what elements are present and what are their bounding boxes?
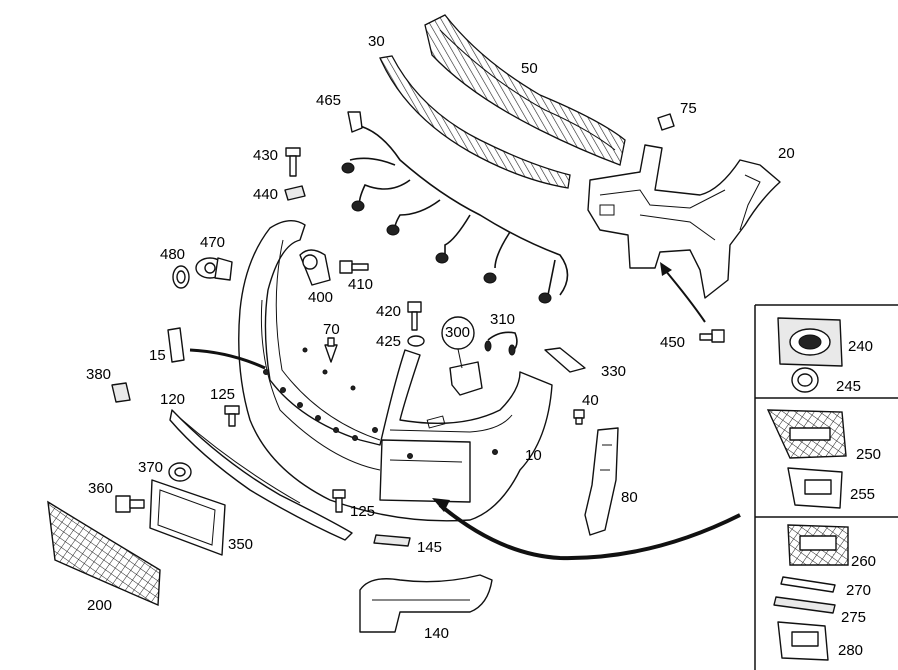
callout-465: 465: [316, 92, 341, 109]
callout-140: 140: [424, 625, 449, 642]
callout-260: 260: [851, 553, 876, 570]
callout-370: 370: [138, 459, 163, 476]
callout-145: 145: [417, 539, 442, 556]
callout-245: 245: [836, 378, 861, 395]
clip-440: [284, 185, 306, 201]
fog-bezel-240: [777, 317, 843, 367]
leader-arrows: [189, 262, 741, 561]
bolt-430: [285, 147, 301, 177]
callout-120: 120: [160, 391, 185, 408]
callout-420: 420: [376, 303, 401, 320]
plate-holder-350: [149, 479, 226, 556]
bezel-260: [787, 524, 849, 566]
callout-275: 275: [841, 609, 866, 626]
callout-10: 10: [525, 447, 542, 464]
pin-70: [324, 337, 338, 363]
clip-380: [111, 382, 131, 403]
screw-125-lower: [332, 489, 346, 513]
callout-200: 200: [87, 597, 112, 614]
callout-270: 270: [846, 582, 871, 599]
callout-280: 280: [838, 642, 863, 659]
bracket-80: [584, 427, 619, 536]
callout-310: 310: [490, 311, 515, 328]
callout-70: 70: [323, 321, 340, 338]
bolt-420: [407, 301, 422, 331]
clip-310: [484, 331, 518, 356]
wiring-harness: [341, 111, 569, 304]
callout-40: 40: [582, 392, 599, 409]
callout-380: 380: [86, 366, 111, 383]
ring-245: [791, 367, 819, 393]
side-bracket: [587, 144, 781, 299]
deflector-15: [167, 327, 185, 363]
bezel-250: [766, 409, 847, 459]
upper-grille-strip: [379, 55, 571, 189]
callout-400: 400: [308, 289, 333, 306]
sensor-470: [195, 257, 233, 281]
bezel-255: [787, 467, 843, 509]
callout-330: 330: [601, 363, 626, 380]
bracket-300: [441, 316, 483, 396]
callout-360: 360: [88, 480, 113, 497]
callout-50: 50: [521, 60, 538, 77]
washer-425: [407, 335, 425, 347]
trim-275: [773, 596, 836, 614]
callout-125-upper: 125: [210, 386, 235, 403]
callout-labels: 10 15 20 30 40 50 70 75 80 120 125 125 1…: [86, 33, 881, 659]
screw-360: [115, 495, 145, 513]
bolt-410: [339, 260, 369, 274]
bumper-cover: [238, 220, 553, 522]
ring-480: [172, 265, 190, 289]
spoiler-120: [169, 409, 353, 541]
clip-75: [657, 113, 675, 131]
grille-200: [47, 500, 161, 607]
callout-80: 80: [621, 489, 638, 506]
callout-470: 470: [200, 234, 225, 251]
callout-450: 450: [660, 334, 685, 351]
callout-300: 300: [445, 324, 470, 341]
callout-125-lower: 125: [350, 503, 375, 520]
trim-270: [780, 576, 836, 593]
pin-40: [573, 409, 585, 425]
callout-425: 425: [376, 333, 401, 350]
bezel-280: [777, 621, 829, 661]
screw-125-upper: [224, 405, 240, 427]
bolt-450: [699, 329, 725, 343]
callout-410: 410: [348, 276, 373, 293]
callout-20: 20: [778, 145, 795, 162]
detail-panels: [754, 304, 898, 670]
callout-250: 250: [856, 446, 881, 463]
strip-330: [544, 347, 586, 373]
callout-75: 75: [680, 100, 697, 117]
callout-480: 480: [160, 246, 185, 263]
callout-255: 255: [850, 486, 875, 503]
callout-30: 30: [368, 33, 385, 50]
callout-15: 15: [149, 347, 166, 364]
callout-350: 350: [228, 536, 253, 553]
sensor-housing-400: [299, 249, 331, 286]
clip-145: [373, 534, 411, 547]
callout-240: 240: [848, 338, 873, 355]
cover-140: [359, 574, 493, 633]
callout-440: 440: [253, 186, 278, 203]
nut-370: [168, 462, 192, 482]
impact-absorber: [424, 14, 626, 166]
callout-430: 430: [253, 147, 278, 164]
